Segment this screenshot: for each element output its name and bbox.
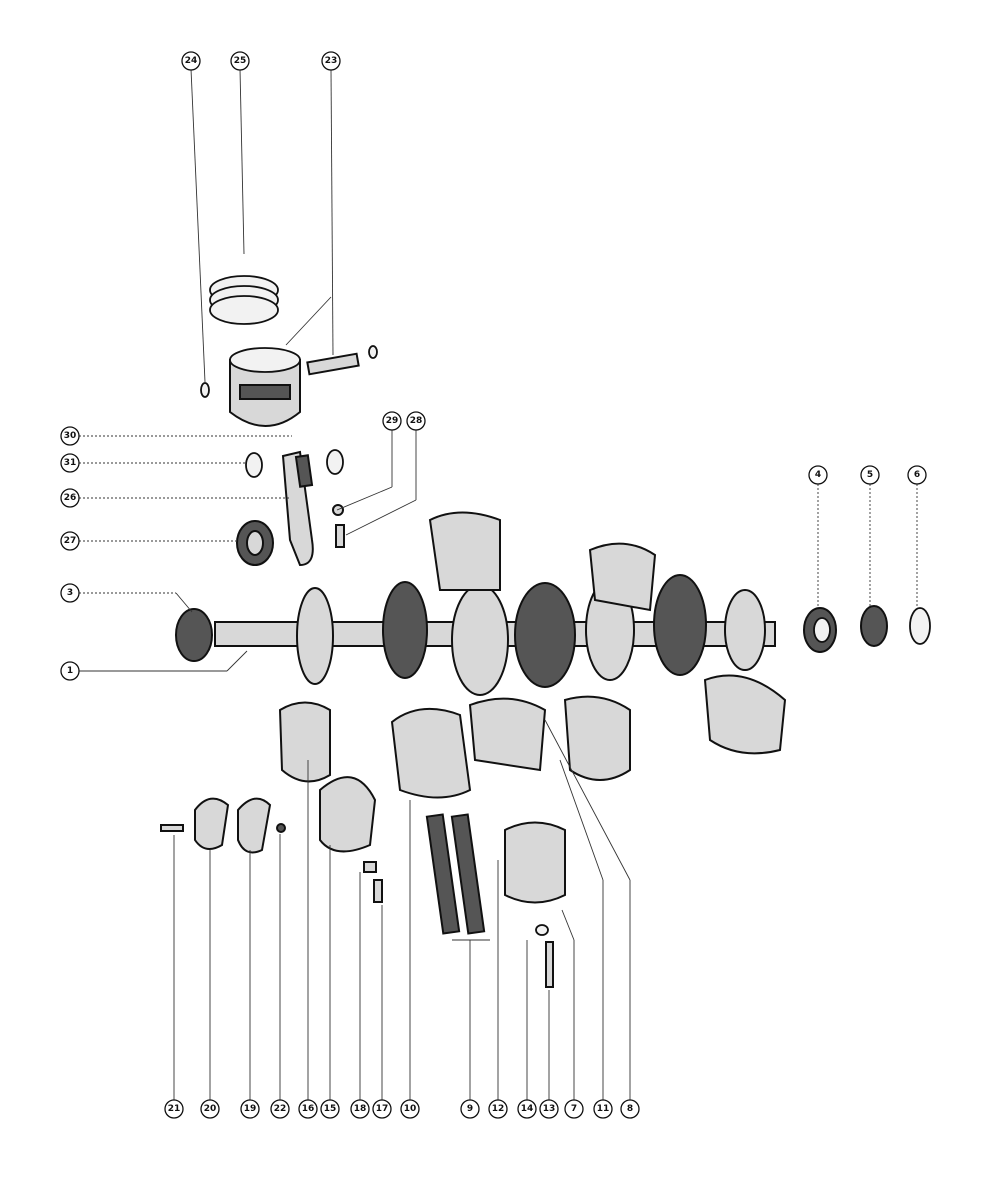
callout-22: 22 — [270, 1099, 290, 1119]
piston-pin-drawing — [306, 345, 378, 376]
svg-text:25: 25 — [234, 56, 247, 66]
callout-29: 29 — [382, 411, 402, 431]
bolts-drawing — [160, 823, 554, 988]
piston-drawing — [229, 347, 301, 427]
svg-text:14: 14 — [521, 1104, 534, 1114]
rod-cap-drawing — [278, 701, 377, 853]
lock-plates-drawing — [194, 797, 272, 854]
callout-31: 31 — [60, 453, 80, 473]
svg-text:23: 23 — [325, 56, 338, 66]
crankshaft-drawing — [175, 511, 787, 755]
callout-24: 24 — [181, 51, 201, 71]
callout-28: 28 — [406, 411, 426, 431]
svg-text:24: 24 — [185, 56, 198, 66]
callout-5: 5 — [860, 465, 880, 485]
callout-3: 3 — [60, 583, 80, 603]
callout-16: 16 — [298, 1099, 318, 1119]
svg-text:4: 4 — [815, 470, 821, 480]
piston-rings-drawing — [209, 275, 279, 325]
callout-15: 15 — [320, 1099, 340, 1119]
svg-text:9: 9 — [467, 1104, 473, 1114]
seal-drawing — [860, 605, 888, 647]
svg-text:10: 10 — [404, 1104, 417, 1114]
svg-text:16: 16 — [302, 1104, 315, 1114]
callout-9: 9 — [460, 1099, 480, 1119]
callout-20: 20 — [200, 1099, 220, 1119]
svg-text:18: 18 — [354, 1104, 367, 1114]
svg-text:3: 3 — [67, 588, 73, 598]
callout-4: 4 — [808, 465, 828, 485]
callout-27: 27 — [60, 531, 80, 551]
callout-8: 8 — [620, 1099, 640, 1119]
bearing-race-drawing — [390, 695, 631, 904]
pin-lock-ring-drawing — [200, 382, 210, 398]
svg-text:1: 1 — [67, 666, 73, 676]
svg-text:22: 22 — [274, 1104, 287, 1114]
callout-21: 21 — [164, 1099, 184, 1119]
callout-25: 25 — [230, 51, 250, 71]
svg-text:8: 8 — [627, 1104, 633, 1114]
svg-text:31: 31 — [64, 458, 77, 468]
callout-30: 30 — [60, 426, 80, 446]
svg-text:11: 11 — [597, 1104, 610, 1114]
svg-text:5: 5 — [867, 470, 873, 480]
svg-text:21: 21 — [168, 1104, 181, 1114]
callout-10: 10 — [400, 1099, 420, 1119]
svg-text:6: 6 — [914, 470, 920, 480]
svg-text:27: 27 — [64, 536, 77, 546]
callout-14: 14 — [517, 1099, 537, 1119]
callout-23: 23 — [321, 51, 341, 71]
o-ring-drawing — [909, 607, 931, 645]
callout-18: 18 — [350, 1099, 370, 1119]
callout-7: 7 — [564, 1099, 584, 1119]
svg-text:15: 15 — [324, 1104, 337, 1114]
callout-17: 17 — [372, 1099, 392, 1119]
leader-lines — [79, 68, 918, 1100]
svg-text:29: 29 — [386, 416, 399, 426]
callout-11: 11 — [593, 1099, 613, 1119]
svg-text:20: 20 — [204, 1104, 217, 1114]
needle-bearing-drawing — [236, 520, 274, 566]
svg-text:7: 7 — [571, 1104, 577, 1114]
svg-text:17: 17 — [376, 1104, 389, 1114]
needle-rollers-drawing — [425, 813, 486, 935]
svg-text:28: 28 — [410, 416, 423, 426]
callout-13: 13 — [539, 1099, 559, 1119]
svg-text:12: 12 — [492, 1104, 505, 1114]
callout-19: 19 — [240, 1099, 260, 1119]
svg-text:26: 26 — [64, 493, 77, 503]
main-bearing-drawing — [803, 607, 837, 653]
svg-text:13: 13 — [543, 1104, 556, 1114]
callout-6: 6 — [907, 465, 927, 485]
svg-text:19: 19 — [244, 1104, 257, 1114]
callout-1: 1 — [60, 661, 80, 681]
callout-12: 12 — [488, 1099, 508, 1119]
svg-text:30: 30 — [64, 431, 77, 441]
callout-26: 26 — [60, 488, 80, 508]
